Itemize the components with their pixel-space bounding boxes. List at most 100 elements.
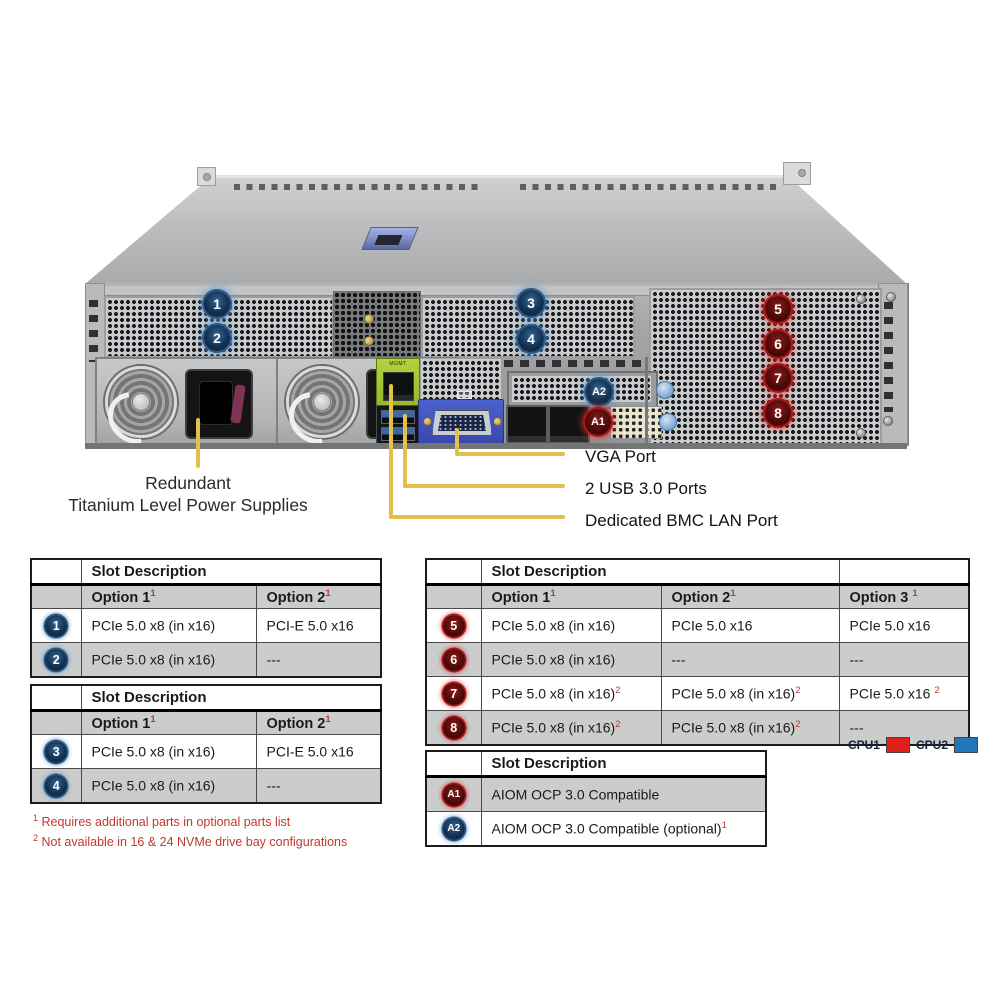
cpu2-color-swatch — [954, 737, 978, 753]
vga-dsub-connector — [432, 410, 492, 436]
rack-ear-right — [783, 162, 811, 185]
lid-latch — [361, 227, 419, 250]
table-cell: PCIe 5.0 x8 (in x16) — [480, 608, 662, 643]
rear-rail-right-holes — [884, 302, 893, 412]
table-cell: PCIe 5.0 x8 (in x16)2 — [480, 676, 662, 711]
table-marker-5: 5 — [442, 614, 465, 637]
table-cell: PCIe 5.0 x8 (in x16) — [80, 608, 257, 643]
footnote-2: 2 Not available in 16 & 24 NVMe drive ba… — [33, 833, 348, 850]
psu-label: Redundant Titanium Level Power Supplies — [68, 473, 308, 516]
table-cell: PCIe 5.0 x8 (in x16) — [480, 642, 662, 677]
table-cell: PCI-E 5.0 x16 — [255, 734, 382, 769]
usb-ports-label: 2 USB 3.0 Ports — [585, 479, 707, 498]
chassis-lid-edge — [213, 175, 787, 178]
lan-port-1 — [506, 405, 548, 444]
screw — [883, 416, 893, 426]
table-cell: PCIe 5.0 x8 (in x16) — [80, 734, 257, 769]
lid-vents-left — [234, 184, 482, 190]
slot-table-5-8: Slot Description Option 11 Option 21 Opt… — [425, 558, 971, 746]
table-header: Slot Description — [80, 684, 382, 712]
screw — [423, 417, 432, 426]
footnote-1: 1 Requires additional parts in optional … — [33, 813, 291, 830]
screw — [886, 292, 896, 302]
table-marker-4: 4 — [45, 774, 68, 797]
slot-table-3-4: Slot Description Option 11 Option 21 3 P… — [30, 684, 383, 804]
column-header: Option 21 — [255, 584, 382, 609]
psu-fan — [105, 366, 177, 438]
rear-rail-left-holes — [89, 300, 98, 362]
psu-power-inlet — [185, 369, 253, 439]
callout-line-psu — [196, 418, 200, 468]
table-cell: AIOM OCP 3.0 Compatible — [480, 776, 767, 812]
column-header: Option 21 — [255, 710, 382, 735]
slot-table-1-2: Slot Description Option 11 Option 21 1 P… — [30, 558, 383, 678]
panel-divider — [645, 357, 648, 445]
marker-slot-7: 7 — [765, 365, 791, 391]
column-header: Option 11 — [480, 584, 662, 609]
vga-icon — [457, 391, 472, 399]
table-cell: --- — [660, 642, 840, 677]
callout-line-bmc-v — [389, 384, 393, 519]
table-cell: --- — [255, 768, 382, 804]
column-header: Option 11 — [80, 710, 257, 735]
callout-line-usb-h — [403, 484, 565, 488]
marker-slot-4: 4 — [518, 326, 544, 352]
table-marker-8: 8 — [442, 716, 465, 739]
vga-port — [418, 391, 504, 445]
power-supply-1 — [95, 357, 278, 455]
table-marker-1: 1 — [45, 614, 68, 637]
table-cell: PCIe 5.0 x16 2 — [838, 676, 970, 711]
marker-slot-5: 5 — [765, 296, 791, 322]
aiom-table: Slot Description A1 AIOM OCP 3.0 Compati… — [425, 750, 767, 847]
column-header: Option 11 — [80, 584, 257, 609]
screw — [364, 336, 374, 346]
marker-slot-1: 1 — [204, 291, 230, 317]
marker-slot-6: 6 — [765, 331, 791, 357]
table-cell: --- — [838, 642, 970, 677]
bmc-port-label: MGMT — [389, 361, 407, 367]
callout-line-usb-v — [403, 414, 407, 488]
table-header: Slot Description — [480, 750, 767, 778]
usb-port-bottom — [381, 427, 415, 441]
table-cell: PCIe 5.0 x16 — [838, 608, 970, 643]
aiom-slot-a1 — [610, 406, 662, 439]
aiom-slot-a2 — [507, 371, 658, 409]
usb-port-top — [381, 410, 415, 424]
cpu2-label: CPU2 — [915, 738, 948, 752]
lid-vents-right — [520, 184, 776, 190]
center-grille — [333, 291, 421, 357]
bmc-lan-label: Dedicated BMC LAN Port — [585, 511, 778, 530]
table-marker-a2: A2 — [442, 817, 465, 840]
marker-slot-3: 3 — [518, 290, 544, 316]
screw — [364, 314, 374, 324]
rack-ear-left — [197, 167, 216, 186]
table-marker-2: 2 — [45, 648, 68, 671]
rear-panel-bottom-edge — [85, 443, 907, 449]
table-cell: PCIe 5.0 x8 (in x16) — [80, 768, 257, 804]
bmc-lan-port: MGMT — [376, 358, 420, 406]
usb-3-0-ports — [376, 405, 420, 446]
table-cell: PCIe 5.0 x8 (in x16)2 — [480, 710, 662, 746]
table-cell: PCIe 5.0 x8 (in x16)2 — [660, 710, 840, 746]
column-header: Option 21 — [660, 584, 840, 609]
table-cell: --- — [255, 642, 382, 678]
callout-line-vga-v — [455, 428, 459, 456]
table-cell: PCIe 5.0 x8 (in x16)2 — [660, 676, 840, 711]
cpu-legend: CPU1 CPU2 — [838, 737, 978, 753]
cpu1-color-swatch — [885, 737, 910, 753]
bmc-rj45-jack — [383, 372, 414, 401]
io-mesh — [420, 358, 502, 400]
vent-dashes — [504, 360, 642, 367]
marker-slot-2: 2 — [204, 325, 230, 351]
lan-port-2 — [548, 405, 590, 444]
marker-slot-a2: A2 — [586, 379, 612, 405]
table-cell: AIOM OCP 3.0 Compatible (optional)1 — [480, 811, 767, 847]
power-button — [659, 413, 677, 431]
table-marker-7: 7 — [442, 682, 465, 705]
table-marker-3: 3 — [45, 740, 68, 763]
screw — [493, 417, 502, 426]
cpu1-label: CPU1 — [847, 738, 880, 752]
table-marker-6: 6 — [442, 648, 465, 671]
callout-line-bmc-h — [389, 515, 565, 519]
vga-port-label: VGA Port — [585, 447, 656, 466]
